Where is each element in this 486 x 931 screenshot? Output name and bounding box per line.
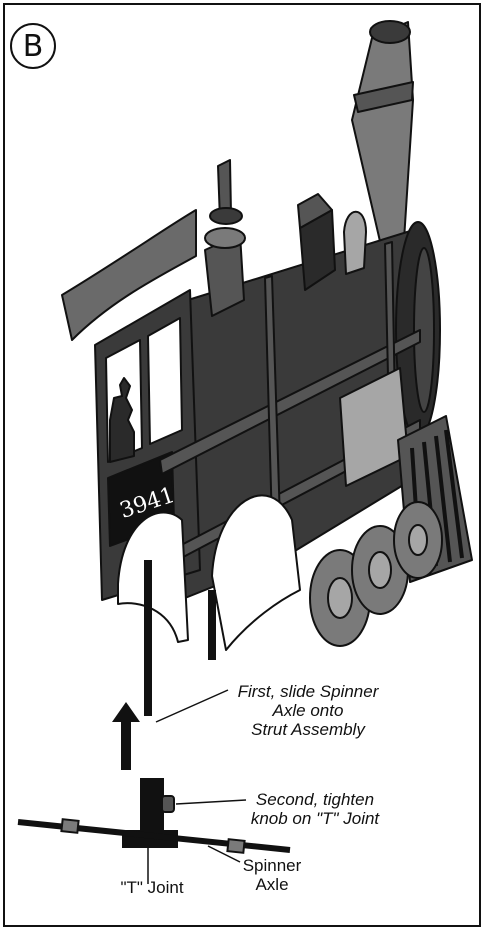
label-t-joint: "T" Joint xyxy=(120,878,184,897)
leader-first xyxy=(155,689,229,723)
t-joint-knob xyxy=(161,795,175,813)
label-spinner-axle-line-1: Spinner xyxy=(242,856,302,875)
label-spinner-axle-line-2: Axle xyxy=(255,875,289,894)
callout-first-line-2: Axle onto xyxy=(272,701,344,720)
wheel-1-hub xyxy=(327,577,353,619)
smokestack-band xyxy=(353,81,414,113)
running-board xyxy=(159,329,421,475)
step-badge-circle xyxy=(10,23,56,69)
strut-assembly xyxy=(17,560,291,884)
locomotive xyxy=(61,20,473,651)
boiler-front-ring xyxy=(413,247,435,413)
label-spinner-axle: Spinner Axle xyxy=(232,856,312,894)
up-arrow-icon xyxy=(112,702,140,770)
cab-window-right xyxy=(147,317,183,445)
axle-collar-right xyxy=(226,838,246,854)
callout-second: Second, tighten knob on "T" Joint xyxy=(240,790,390,828)
wheel-3-hub xyxy=(408,524,428,556)
engineer-silhouette xyxy=(109,377,135,463)
callout-first: First, slide Spinner Axle onto Strut Ass… xyxy=(228,682,388,739)
callout-first-line-3: Strut Assembly xyxy=(251,720,365,739)
callout-second-line-1: Second, tighten xyxy=(255,790,375,809)
wheel-arch-front xyxy=(211,494,301,651)
leader-spinner-axle xyxy=(207,845,241,863)
bell xyxy=(343,211,367,275)
cab-roof xyxy=(61,209,197,341)
smokestack-top xyxy=(369,20,411,44)
axle-collar-left xyxy=(60,818,80,834)
leader-second xyxy=(175,799,247,805)
t-joint-stem xyxy=(140,778,164,840)
whistle-base xyxy=(209,207,243,225)
step-badge-letter: B xyxy=(22,28,44,64)
steam-dome-cap xyxy=(204,227,246,249)
step-badge: B xyxy=(8,21,58,71)
callout-first-line-1: First, slide Spinner xyxy=(237,682,379,701)
callout-second-line-2: knob on "T" Joint xyxy=(250,809,380,828)
wheel-arch-rear xyxy=(117,511,189,643)
wheel-2-hub xyxy=(368,551,392,589)
sand-dome-cap xyxy=(297,193,333,229)
